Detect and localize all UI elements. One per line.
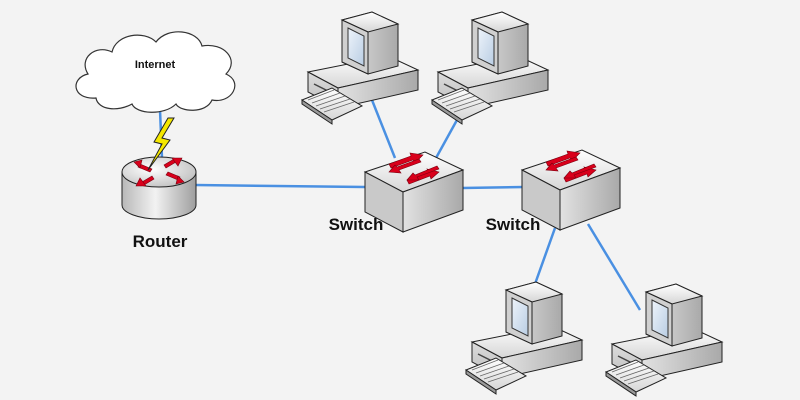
computer-icon bbox=[465, 281, 583, 395]
lightning-icon bbox=[147, 117, 175, 171]
link-switch-pc4 bbox=[586, 223, 642, 311]
router-icon bbox=[121, 156, 197, 220]
cloud-icon bbox=[75, 31, 236, 113]
link-router-switch bbox=[194, 183, 366, 189]
switch-left-label: Switch bbox=[329, 215, 384, 234]
computer-icon bbox=[301, 11, 419, 125]
computer-icon bbox=[431, 11, 549, 125]
computer-icon bbox=[605, 283, 723, 397]
cloud-label: Internet bbox=[135, 59, 176, 71]
switch-right-label: Switch bbox=[486, 215, 541, 234]
link-pc1-switch bbox=[368, 94, 397, 159]
link-switch-switch bbox=[461, 185, 525, 190]
router-label: Router bbox=[133, 232, 188, 251]
